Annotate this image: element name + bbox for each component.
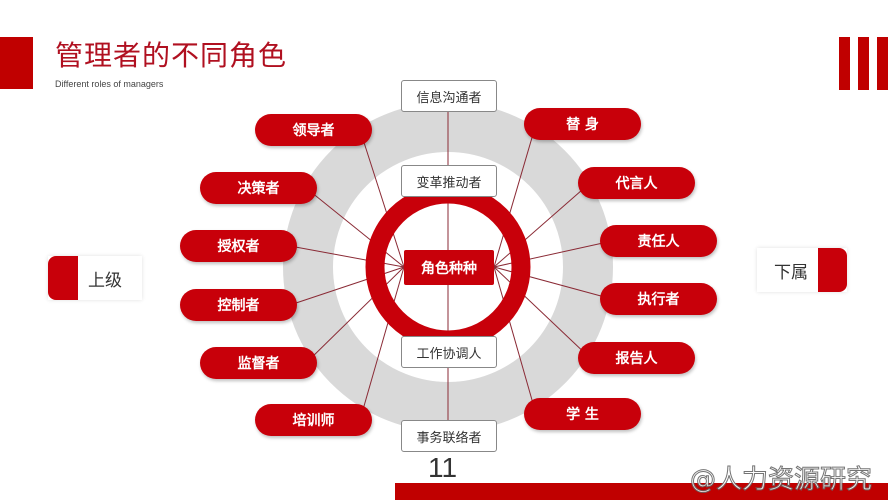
center-label: 角色种种 (404, 250, 494, 285)
decor-stripe (877, 37, 888, 90)
role-responsible-person: 责任人 (600, 225, 717, 257)
box-info-communicator: 信息沟通者 (401, 80, 497, 112)
connector-line (493, 266, 537, 415)
page-number: 11 (428, 452, 458, 483)
superior-label-box: 上级 (48, 256, 142, 300)
page-subtitle: Different roles of managers (55, 79, 164, 89)
connector-line (305, 266, 405, 364)
role-executor: 执行者 (600, 283, 717, 315)
footer-bar (395, 483, 888, 500)
decor-stripe (858, 37, 869, 90)
role-student: 学 生 (524, 398, 641, 430)
role-reporter: 报告人 (578, 342, 695, 374)
connector-line (289, 245, 405, 268)
page-title: 管理者的不同角色 (55, 39, 288, 72)
role-trainer: 培训师 (255, 404, 372, 436)
connector-line (359, 266, 405, 421)
role-leader: 领导者 (255, 114, 372, 146)
connector-line (493, 182, 591, 268)
decor-stripe (839, 37, 850, 90)
box-change-agent: 变革推动者 (401, 165, 497, 197)
title-accent-bar (0, 37, 33, 89)
role-decision-maker: 决策者 (200, 172, 317, 204)
box-affairs-liaison: 事务联络者 (401, 420, 497, 452)
subordinate-label-box: 下属 (757, 248, 847, 292)
superior-tab (48, 256, 78, 300)
role-supervisor: 监督者 (200, 347, 317, 379)
subordinate-tab (818, 248, 847, 292)
superior-label: 上级 (88, 270, 122, 291)
box-work-coordinator: 工作协调人 (401, 336, 497, 368)
role-authorizer: 授权者 (180, 230, 297, 262)
connector-line (493, 123, 537, 268)
connector-line (289, 266, 405, 306)
subordinate-label: 下属 (774, 262, 808, 283)
role-substitute: 替 身 (524, 108, 641, 140)
connector-line (305, 187, 405, 268)
watermark: @人力资源研究 (689, 465, 873, 496)
role-spokesperson: 代言人 (578, 167, 695, 199)
connector-line (359, 129, 405, 268)
role-controller: 控制者 (180, 289, 297, 321)
